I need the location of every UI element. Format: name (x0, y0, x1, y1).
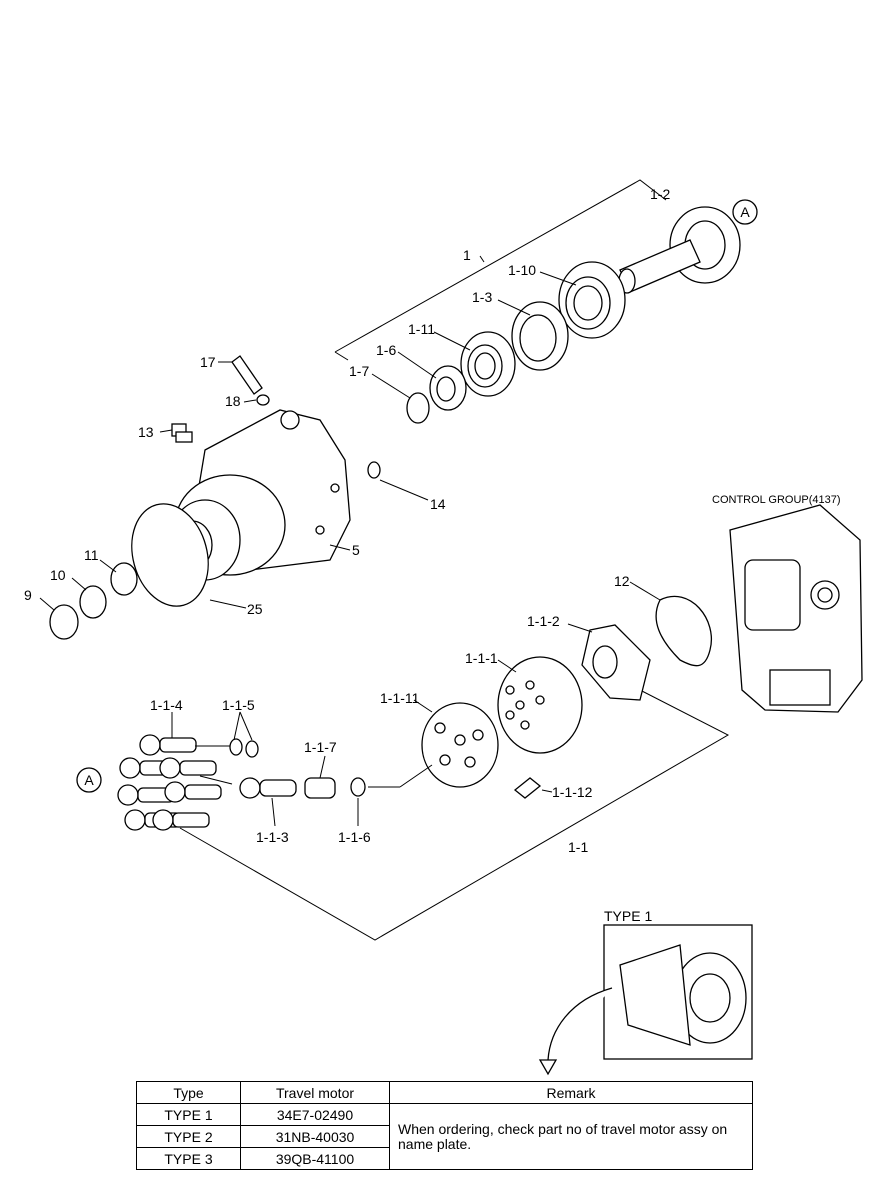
label-1-6: 1-6 (376, 342, 396, 358)
label-11: 11 (84, 547, 99, 563)
ref-a-bottom: A (76, 767, 102, 793)
washer-1-1-6 (350, 777, 366, 797)
plug-13 (171, 423, 193, 443)
label-control-group: CONTROL GROUP(4137) (712, 494, 841, 506)
label-1-1: 1-1 (568, 839, 588, 855)
rings-1-1-5 (229, 738, 259, 758)
label-10: 10 (50, 567, 66, 583)
travel-motor-table: Type Travel motor Remark TYPE 1 34E7-024… (136, 1081, 753, 1170)
cell-motor: 39QB-41100 (240, 1147, 390, 1170)
label-1-1-4: 1-1-4 (150, 697, 183, 713)
label-5: 5 (352, 542, 360, 558)
cell-remark: When ordering, check part no of travel m… (389, 1103, 753, 1170)
control-group-block (729, 504, 863, 713)
cell-motor: 34E7-02490 (240, 1103, 390, 1126)
label-1-1-3: 1-1-3 (256, 829, 289, 845)
retainer-plate-1-1-11 (421, 702, 499, 788)
leader-lines (39, 271, 661, 827)
label-1-1-7: 1-1-7 (304, 739, 337, 755)
table-row: TYPE 2 31NB-40030 (136, 1125, 753, 1148)
plug-17 (231, 355, 263, 395)
ring-10 (79, 585, 107, 619)
table-row: TYPE 1 34E7-02490 When ordering, check p… (136, 1103, 753, 1170)
bracket-part-1 (334, 179, 667, 353)
label-1-1-6: 1-1-6 (338, 829, 371, 845)
label-1-1-12: 1-1-12 (552, 784, 593, 800)
label-18: 18 (225, 393, 241, 409)
label-1-1-11: 1-1-11 (380, 690, 420, 706)
label-1-11: 1-11 (408, 321, 435, 337)
label-12: 12 (614, 573, 630, 589)
ring-1-3 (511, 301, 569, 371)
ref-a-top: A (732, 199, 758, 225)
cell-motor: 31NB-40030 (240, 1125, 390, 1148)
bearing-1-10 (558, 261, 626, 339)
snap-ring-9 (49, 604, 79, 640)
table-row: TYPE 3 39QB-41100 (136, 1147, 753, 1170)
bearing-1-11 (460, 331, 516, 397)
label-13: 13 (138, 424, 154, 440)
cell-type: TYPE 1 (136, 1103, 241, 1126)
label-9: 9 (24, 587, 32, 603)
pistons-1-1-4 (117, 734, 222, 831)
spring-1-1-7 (304, 777, 336, 799)
label-1-1-5: 1-1-5 (222, 697, 255, 713)
label-25: 25 (247, 601, 263, 617)
cell-type: TYPE 3 (136, 1147, 241, 1170)
label-17: 17 (200, 354, 216, 370)
seal-11 (110, 562, 138, 596)
o-ring-25 (131, 503, 209, 607)
bolt-1-1-12 (513, 777, 542, 799)
type1-inset (538, 924, 753, 1076)
label-1-2: 1-2 (650, 186, 670, 202)
header-travel-motor: Travel motor (240, 1081, 390, 1104)
table-header-row: Type Travel motor Remark (136, 1081, 753, 1104)
ref-a-top-label: A (740, 204, 750, 220)
cell-type: TYPE 2 (136, 1125, 241, 1148)
snap-ring-1-7 (406, 392, 430, 424)
shaft-part (618, 206, 741, 294)
ref-a-bottom-label: A (84, 772, 94, 788)
washer-1-6 (429, 365, 467, 411)
valve-plate-1-1-2 (581, 624, 651, 701)
label-1-1-1: 1-1-1 (465, 650, 498, 666)
bracket-part-1-1 (179, 689, 730, 941)
o-ring-12 (655, 595, 712, 667)
o-ring-14 (367, 461, 381, 479)
label-1-7: 1-7 (349, 363, 369, 379)
pin-1-1-3 (239, 777, 297, 799)
label-1: 1 (463, 247, 471, 263)
label-1-1-2: 1-1-2 (527, 613, 560, 629)
plug-18 (256, 394, 270, 406)
label-14: 14 (430, 496, 446, 512)
label-type1-inset: TYPE 1 (604, 908, 652, 924)
label-1-10: 1-10 (508, 262, 536, 278)
label-1-3: 1-3 (472, 289, 492, 305)
cylinder-block-1-1-1 (497, 656, 583, 754)
header-type: Type (136, 1081, 241, 1104)
header-remark: Remark (389, 1081, 753, 1104)
